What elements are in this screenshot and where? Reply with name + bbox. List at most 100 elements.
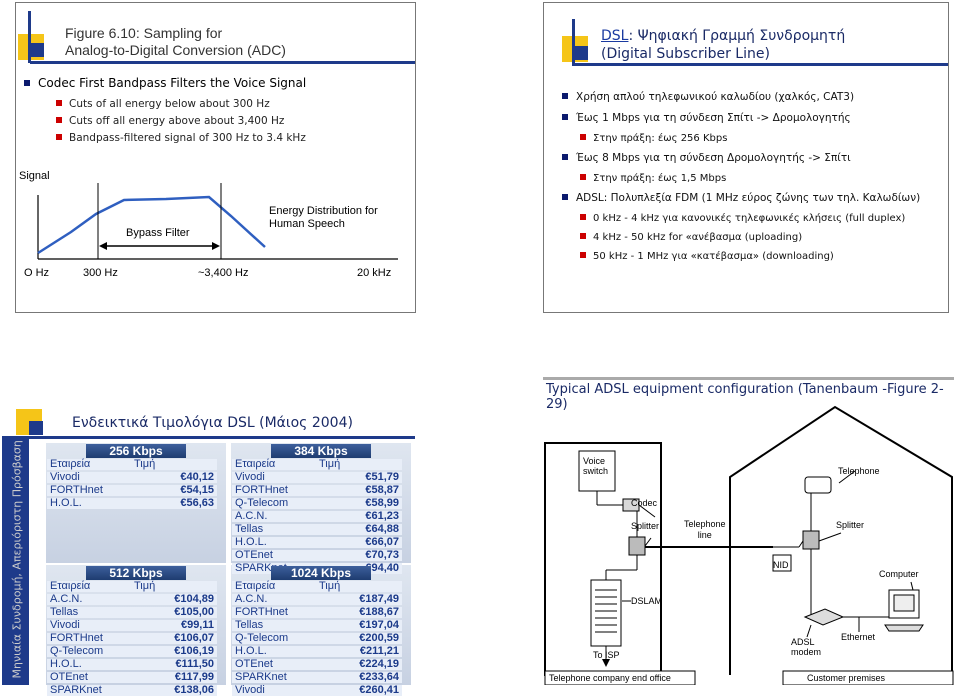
price-cell: €111,50 xyxy=(131,659,217,670)
price-cell: €99,11 xyxy=(131,620,217,631)
title-rest: : Ψηφιακή Γραμμή Συνδρομητή xyxy=(628,28,846,44)
column-header-company: Εταιρεία xyxy=(47,581,131,592)
table-row: FORTHnet€188,67 xyxy=(232,607,402,618)
slide-corner-decoration xyxy=(30,43,44,57)
column-header-price: Τιμή xyxy=(316,459,402,470)
column-header-price: Τιμή xyxy=(316,581,402,592)
price-cell: €54,15 xyxy=(131,485,217,496)
title-rule-gray xyxy=(543,377,954,380)
bullet-text: ADSL: Πολυπλεξία FDM (1 MHz εύρος ζώνης … xyxy=(576,192,921,204)
adsl-configuration-diagram xyxy=(544,405,954,685)
slide-title-rule-vertical xyxy=(572,19,575,65)
bullet-list: Χρήση απλού τηλεφωνικού καλωδίου (χαλκός… xyxy=(562,89,920,268)
slide-corner-decoration xyxy=(574,46,588,60)
office-caption-bar xyxy=(544,670,696,685)
tick-20khz: 20 kHz xyxy=(357,267,392,279)
company-cell: Tellas xyxy=(232,524,316,535)
table-row: H.O.L.€56,63 xyxy=(47,498,217,509)
adsl-modem-label: ADSL modem xyxy=(791,637,821,657)
table-row: Vivodi€260,41 xyxy=(232,685,402,696)
table-row: Tellas€105,00 xyxy=(47,607,217,618)
bullet-text: Έως 8 Mbps για τη σύνδεση Δρομολογητής -… xyxy=(576,152,851,164)
price-cell: €224,19 xyxy=(316,659,402,670)
company-cell: A.C.N. xyxy=(232,594,316,605)
company-cell: FORTHnet xyxy=(232,607,316,618)
telephone-line-label-2: line xyxy=(697,530,712,540)
table-row: Q-Telecom€58,99 xyxy=(232,498,402,509)
office-caption: Telephone company end office xyxy=(549,673,671,683)
table-row: A.C.N.€61,23 xyxy=(232,511,402,522)
bullet-icon xyxy=(562,93,568,99)
bullet-item: ADSL: Πολυπλεξία FDM (1 MHz εύρος ζώνης … xyxy=(562,190,920,211)
codec-label: Codec xyxy=(631,498,658,508)
company-cell: A.C.N. xyxy=(47,594,131,605)
column-header-company: Εταιρεία xyxy=(232,581,316,592)
bullet-list: Codec First Bandpass Filters the Voice S… xyxy=(24,76,306,90)
table-row: Q-Telecom€106,19 xyxy=(47,646,217,657)
company-cell: Vivodi xyxy=(47,472,131,483)
price-cell: €40,12 xyxy=(131,472,217,483)
company-cell: Vivodi xyxy=(232,472,316,483)
dslam-box xyxy=(590,579,622,647)
energy-label-line1: Energy Distribution for xyxy=(269,205,378,217)
tick-3400hz: ~3,400 Hz xyxy=(198,267,249,279)
splitter-office-label: Splitter xyxy=(631,521,660,531)
telephone-line-label-1: Telephone xyxy=(684,519,726,529)
sub-bullet-text: Cuts off all energy above about 3,400 Hz xyxy=(69,115,285,127)
energy-curve xyxy=(37,195,266,255)
price-cell: €197,04 xyxy=(316,620,402,631)
house-outline xyxy=(729,405,953,675)
table-row: OTEnet€70,73 xyxy=(232,550,402,561)
column-header-company: Εταιρεία xyxy=(232,459,316,470)
company-cell: Vivodi xyxy=(232,685,316,696)
bullet-item: Χρήση απλού τηλεφωνικού καλωδίου (χαλκός… xyxy=(562,89,920,110)
sub-bullet-text: Cuts of all energy below about 300 Hz xyxy=(69,98,270,110)
slide-sampling: Figure 6.10: Sampling for Analog-to-Digi… xyxy=(15,2,416,313)
slide-title: Ενδεικτικά Τιμολόγια DSL (Μάιος 2004) xyxy=(72,415,353,431)
column-header-price: Τιμή xyxy=(131,459,217,470)
bullet-icon xyxy=(580,214,586,220)
slide-title: DSL: Ψηφιακή Γραμμή Συνδρομητή (Digital … xyxy=(601,27,845,63)
voice-switch-label-2: switch xyxy=(583,466,609,476)
bullet-icon xyxy=(580,252,586,258)
table-row: SPARKnet€138,06 xyxy=(47,685,217,696)
premises-caption: Customer premises xyxy=(807,673,886,683)
slide-title: Typical ADSL equipment configuration (Ta… xyxy=(546,382,944,412)
bullet-icon xyxy=(56,117,62,123)
company-cell: SPARKnet xyxy=(47,685,131,696)
price-cell: €56,63 xyxy=(131,498,217,509)
company-cell: H.O.L. xyxy=(232,537,316,548)
company-cell: Vivodi xyxy=(47,620,131,631)
bypass-filter-label: Bypass Filter xyxy=(126,227,190,239)
price-cell: €66,07 xyxy=(316,537,402,548)
nid-label: NID xyxy=(773,560,789,570)
company-cell: H.O.L. xyxy=(47,659,131,670)
price-cell: €104,89 xyxy=(131,594,217,605)
slide-title-line2: Analog-to-Digital Conversion (ADC) xyxy=(65,42,286,58)
price-cell: €211,21 xyxy=(316,646,402,657)
pricing-table-header: 512 Kbps xyxy=(86,566,186,580)
company-cell: Q-Telecom xyxy=(47,646,131,657)
dsl-abbrev-link[interactable]: DSL xyxy=(601,28,629,44)
price-cell: €106,07 xyxy=(131,633,217,644)
bullet-text: Έως 1 Mbps για τη σύνδεση Σπίτι -> Δρομο… xyxy=(576,112,851,124)
bullet-icon xyxy=(562,114,568,120)
pricing-table-header: 384 Kbps xyxy=(271,444,371,458)
company-cell: FORTHnet xyxy=(47,633,131,644)
sub-bullet: Cuts of all energy below about 300 Hz xyxy=(56,96,306,113)
adsl-modem-label-1: ADSL xyxy=(791,637,815,647)
price-cell: €64,88 xyxy=(316,524,402,535)
side-label: Μηνιαία Συνδρομή, Απεριόριστη Πρόσβαση xyxy=(11,439,24,678)
price-cell: €51,79 xyxy=(316,472,402,483)
sub-bullet-item: 0 kHz - 4 kHz για κανονικές τηλεφωνικές … xyxy=(580,211,920,230)
bullet-icon xyxy=(562,154,568,160)
slide-title-rule xyxy=(30,61,415,64)
slide-title: Figure 6.10: Sampling for Analog-to-Digi… xyxy=(65,25,286,59)
bullet-icon xyxy=(24,80,30,86)
bullet-item: Έως 8 Mbps για τη σύνδεση Δρομολογητής -… xyxy=(562,150,920,171)
premises-caption-bar xyxy=(782,670,954,685)
table-row: Vivodi€40,12 xyxy=(47,472,217,483)
price-cell: €260,41 xyxy=(316,685,402,696)
